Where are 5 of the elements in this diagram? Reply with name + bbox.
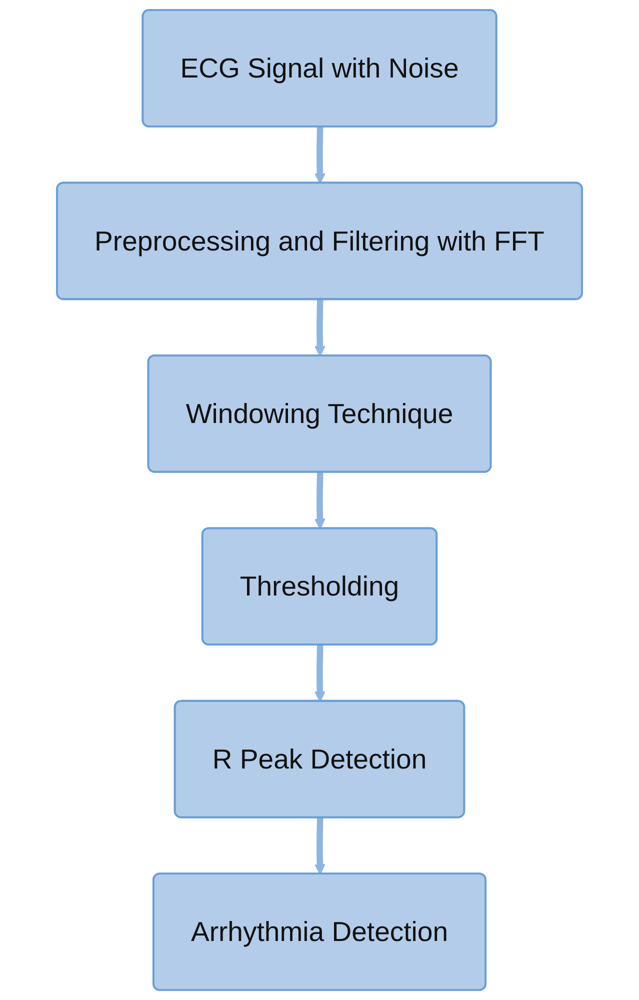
arrow [314, 645, 326, 702]
arrow [314, 300, 326, 357]
arrow [314, 472, 326, 530]
arrow [314, 818, 326, 875]
arrow [314, 126, 326, 184]
